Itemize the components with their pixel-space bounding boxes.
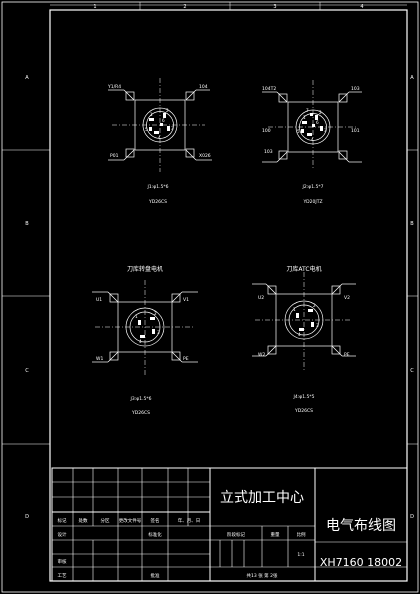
top-zone-strip bbox=[50, 2, 407, 10]
role-standard: 标准化 bbox=[148, 531, 162, 538]
j1-pin-5: 5 bbox=[145, 127, 148, 132]
j3-label-u1: U1 bbox=[96, 297, 102, 303]
rev-header-sign: 签名 bbox=[151, 517, 160, 524]
j4-label-u2: U2 bbox=[258, 295, 264, 301]
j2-pin-5: 5 bbox=[297, 129, 300, 134]
zone-left-d: D bbox=[25, 514, 29, 520]
zone-right-c: C bbox=[410, 368, 414, 374]
role-process: 工艺 bbox=[58, 573, 67, 579]
j2-label-mr: 101 bbox=[351, 128, 360, 134]
j2-pin-1: 1 bbox=[303, 115, 306, 120]
j2-pin-2: 2 bbox=[319, 110, 322, 115]
zone-top-1: 1 bbox=[93, 4, 96, 10]
weight-header: 重量 bbox=[271, 531, 280, 538]
connector-j3 bbox=[92, 280, 198, 375]
j3-label-v1: V1 bbox=[183, 297, 189, 303]
zone-right-d: D bbox=[410, 514, 414, 520]
j4-spec: J4:φ1.5*5 bbox=[293, 394, 315, 400]
zone-left-a: A bbox=[25, 75, 29, 81]
j4-pin-4: 4 bbox=[298, 332, 301, 337]
j3-pin-3: 3 bbox=[157, 330, 160, 335]
connector-j1 bbox=[108, 78, 212, 172]
zone-right-a: A bbox=[410, 75, 414, 81]
j2-pin-7: 7 bbox=[306, 108, 309, 113]
zone-right-b: B bbox=[410, 221, 414, 227]
j3-label-w1: W1 bbox=[96, 356, 103, 362]
connector-j4 bbox=[252, 272, 356, 370]
zone-top-4: 4 bbox=[360, 4, 363, 10]
connector-j2 bbox=[262, 80, 362, 170]
j2-spec: J2:φ1.5*7 bbox=[302, 184, 324, 190]
j1-label-br: X026 bbox=[199, 153, 211, 159]
left-zone-strip bbox=[2, 149, 50, 445]
role-approve: 批准 bbox=[151, 572, 160, 579]
drawing-title: 电气布线图 bbox=[326, 518, 396, 534]
zone-left-b: B bbox=[25, 221, 29, 227]
j1-pin-6: 6 bbox=[162, 118, 165, 123]
stage-header: 阶段标记 bbox=[227, 531, 245, 538]
j4-code: YD26CS bbox=[294, 408, 313, 414]
j1-label-tr: 104 bbox=[199, 84, 208, 90]
rev-header-zone: 分区 bbox=[101, 517, 110, 524]
title-block-grid bbox=[51, 467, 408, 582]
j2-pin-6: 6 bbox=[316, 120, 319, 125]
j1-label-bl: P01 bbox=[110, 153, 119, 159]
j4-pin-3: 3 bbox=[316, 323, 319, 328]
scale-header: 比例 bbox=[297, 531, 306, 538]
drawing-number: XH7160 18002 bbox=[320, 556, 402, 569]
right-zone-strip bbox=[407, 149, 418, 445]
j1-code: YD26CS bbox=[148, 199, 167, 205]
j4-label-pe: PE bbox=[344, 352, 350, 358]
j3-label-pe: PE bbox=[183, 356, 189, 362]
zone-top-3: 3 bbox=[273, 4, 276, 10]
rev-header-count: 处数 bbox=[79, 517, 88, 524]
company-name: 立式加工中心 bbox=[220, 490, 304, 506]
j2-code: YD20JTZ bbox=[302, 199, 322, 205]
j3-pin-4: 4 bbox=[139, 339, 142, 344]
j1-spec: J1:φ1.5*6 bbox=[147, 184, 169, 190]
j4-label-v2: V2 bbox=[344, 295, 350, 301]
j2-label-tl: 104T2 bbox=[262, 86, 276, 92]
j3-code: YD26CS bbox=[131, 410, 150, 416]
zone-left-c: C bbox=[25, 368, 29, 374]
j1-pin-3: 3 bbox=[171, 126, 174, 131]
j4-label-w2: W2 bbox=[258, 352, 265, 358]
j1-label-tl: Y1/R4 bbox=[107, 84, 121, 90]
j2-pin-4: 4 bbox=[311, 137, 314, 142]
j3-pin-2: 2 bbox=[154, 311, 157, 316]
j3-spec: J3:φ1.5*6 bbox=[130, 396, 152, 402]
role-design: 设计 bbox=[58, 531, 67, 538]
sheet-count: 共13 张 第 2张 bbox=[247, 572, 278, 579]
j1-pin-1: 1 bbox=[150, 112, 153, 117]
j4-pin-2: 2 bbox=[313, 303, 316, 308]
j3-pin-1: 1 bbox=[135, 314, 138, 319]
zone-top-2: 2 bbox=[183, 4, 186, 10]
j4-pin-1: 1 bbox=[293, 307, 296, 312]
j2-label-tr: 103 bbox=[351, 86, 360, 92]
j2-label-bl: 103 bbox=[264, 149, 273, 155]
j2-label-ml: 100 bbox=[262, 128, 271, 134]
j1-pin-2: 2 bbox=[166, 108, 169, 113]
rev-header-doc: 更改文件号 bbox=[119, 517, 142, 524]
j2-pin-3: 3 bbox=[324, 128, 327, 133]
rev-header-date: 年、月、日 bbox=[178, 517, 201, 524]
scale-value: 1:1 bbox=[297, 552, 304, 558]
j3-title: 刀库转盘电机 bbox=[127, 265, 163, 273]
role-review: 审核 bbox=[58, 558, 67, 565]
rev-header-mark: 标记 bbox=[58, 517, 67, 524]
j1-pin-4: 4 bbox=[158, 135, 161, 140]
j4-title: 刀库ATC电机 bbox=[286, 265, 321, 273]
